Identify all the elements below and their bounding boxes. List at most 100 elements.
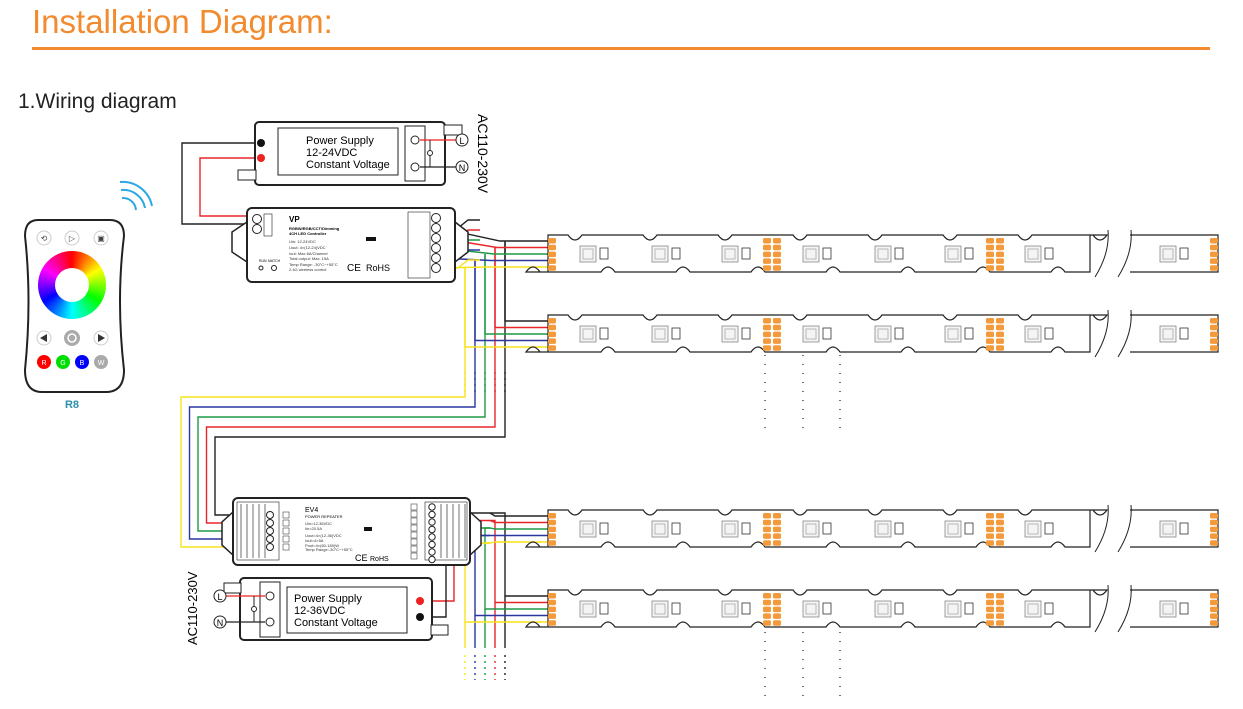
repeater-spec: Uin=12-36VDC xyxy=(305,521,332,526)
resistor-icon xyxy=(822,602,832,615)
solder-pad xyxy=(763,324,771,331)
led-chip-icon xyxy=(1024,600,1042,618)
solder-pad xyxy=(548,513,556,519)
resistor-icon xyxy=(894,327,904,340)
solder-pad xyxy=(773,258,781,264)
resistor-icon xyxy=(1179,602,1189,615)
speed-button[interactable] xyxy=(64,230,80,246)
right-arrow-icon xyxy=(98,334,105,342)
terminal-screw-icon xyxy=(410,135,420,145)
resistor-icon xyxy=(741,602,751,615)
solder-pad xyxy=(986,519,994,526)
color-button-g[interactable] xyxy=(56,355,70,369)
resistor-icon xyxy=(894,522,904,535)
rohs-mark: RoHS xyxy=(366,263,390,273)
solder-pad xyxy=(986,265,994,271)
led-chip-icon xyxy=(944,245,962,263)
color-button-b[interactable] xyxy=(75,355,89,369)
repeater-model: EV4 xyxy=(305,507,318,514)
psu-bottom-line3: Constant Voltage xyxy=(294,617,378,629)
solder-pad xyxy=(1210,265,1218,271)
resistor-icon xyxy=(822,522,832,535)
led-chip-icon xyxy=(802,520,820,538)
solder-pad xyxy=(548,345,556,351)
resistor-icon xyxy=(1044,327,1054,340)
solder-pad xyxy=(1210,606,1218,613)
save-button[interactable] xyxy=(93,230,109,246)
wire xyxy=(205,247,496,524)
solder-pad xyxy=(986,238,994,244)
wire xyxy=(490,512,548,597)
controller-spec: Uin: 12-24VDC xyxy=(289,239,316,244)
solder-pad xyxy=(996,599,1004,606)
solder-pad xyxy=(773,533,781,539)
led-chip-icon xyxy=(579,520,597,538)
solder-pad xyxy=(773,251,781,258)
solder-pad xyxy=(1210,620,1218,626)
power-button[interactable] xyxy=(64,330,80,346)
output-terminal-icon xyxy=(431,263,441,273)
led-chip-icon xyxy=(579,245,597,263)
wireless-signal-icon xyxy=(119,180,153,211)
solder-pad xyxy=(986,318,994,324)
solder-pad xyxy=(986,526,994,533)
led-chip-icon xyxy=(874,600,892,618)
solder-pad xyxy=(548,599,556,606)
mode-button[interactable] xyxy=(36,230,52,246)
led-strip xyxy=(524,229,1219,278)
psu-top-line1: Power Supply xyxy=(306,135,374,147)
resistor-icon xyxy=(1044,247,1054,260)
solder-pad xyxy=(986,324,994,331)
power-supply-bottom: Power Supply 12-36VDC Constant Voltage xyxy=(223,577,449,641)
live-terminal-icon xyxy=(213,589,227,603)
led-chip-icon xyxy=(1159,325,1177,343)
ce-mark: CE xyxy=(347,263,361,274)
led-chip-icon xyxy=(944,600,962,618)
led-chip-icon xyxy=(1024,245,1042,263)
solder-pad xyxy=(996,251,1004,258)
mains-voltage-label: AC110-230V xyxy=(185,571,200,645)
solder-pad xyxy=(763,599,771,606)
solder-pad xyxy=(773,593,781,599)
psu-top-line3: Constant Voltage xyxy=(306,159,390,171)
solder-pad xyxy=(773,318,781,324)
color-button-w[interactable] xyxy=(94,355,108,369)
resistor-icon xyxy=(964,247,974,260)
color-wheel[interactable] xyxy=(38,251,106,319)
repeater-spec: Uout=4×(12-36)VDC xyxy=(305,533,342,538)
wire xyxy=(464,542,548,623)
controller-spec: Iout: Max 6A/Channel xyxy=(289,251,328,256)
color-button-label: R xyxy=(41,360,46,367)
solder-pad xyxy=(996,318,1004,324)
solder-pad xyxy=(986,593,994,599)
section-title: 1.Wiring diagram xyxy=(18,90,177,113)
solder-pad xyxy=(986,513,994,519)
resistor-icon xyxy=(964,327,974,340)
play-icon: ▷ xyxy=(69,234,76,243)
remote-label: R8 xyxy=(65,399,79,411)
resistor-icon xyxy=(671,602,681,615)
resistor-icon xyxy=(964,522,974,535)
led-chip-icon xyxy=(721,520,739,538)
led-chip-icon xyxy=(802,325,820,343)
solder-pad xyxy=(986,345,994,351)
led-strip xyxy=(524,309,1219,358)
rohs-mark: RoHS xyxy=(370,556,389,563)
led-chip-icon xyxy=(802,245,820,263)
solder-pad xyxy=(1210,318,1218,324)
color-button-r[interactable] xyxy=(37,355,51,369)
solder-pad xyxy=(996,244,1004,251)
wire xyxy=(199,157,261,217)
solder-pad xyxy=(773,338,781,344)
solder-pad xyxy=(986,244,994,251)
output-terminal-icon xyxy=(431,223,441,233)
resistor-icon xyxy=(741,522,751,535)
led-strip xyxy=(524,504,1219,553)
led-chip-icon xyxy=(1159,520,1177,538)
solder-pad xyxy=(763,519,771,526)
resistor-icon xyxy=(599,522,609,535)
solder-pad xyxy=(763,620,771,626)
match-button[interactable] xyxy=(271,265,277,271)
vp-controller: VP RGBW/RGB/CCT/Dimming 4CH LED Controll… xyxy=(231,207,469,283)
